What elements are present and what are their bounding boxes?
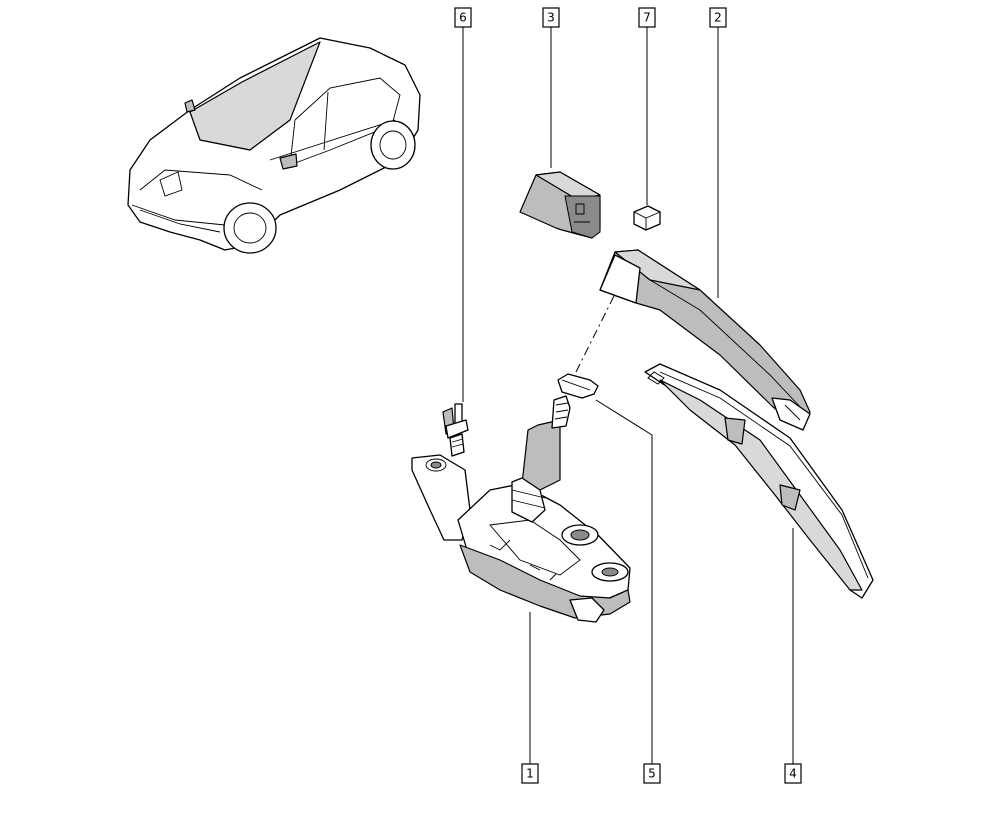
leader-5 [595,399,653,764]
seal-icon [557,373,599,399]
callout-2-label: 2 [714,11,722,25]
callout-1: 1 [521,763,539,784]
callout-1-label: 1 [526,767,534,781]
car-icon [127,37,421,254]
callout-7-label: 7 [643,11,651,25]
callout-6-label: 6 [459,11,467,25]
assembly-axis [569,295,615,385]
callout-4-label: 4 [789,767,797,781]
arm-cap-icon [519,171,601,239]
callout-2: 2 [709,7,727,28]
callout-5: 5 [643,763,661,784]
callout-3-label: 3 [547,11,555,25]
wiper-arm-icon [599,249,811,431]
bolt-icon [442,403,469,457]
callout-6: 6 [454,7,472,28]
wiper-motor-icon [411,395,631,623]
nut-icon [633,205,661,231]
callout-5-label: 5 [648,767,656,781]
callout-3: 3 [542,7,560,28]
callout-7: 7 [638,7,656,28]
callout-4: 4 [784,763,802,784]
wiper-blade-icon [644,363,874,599]
